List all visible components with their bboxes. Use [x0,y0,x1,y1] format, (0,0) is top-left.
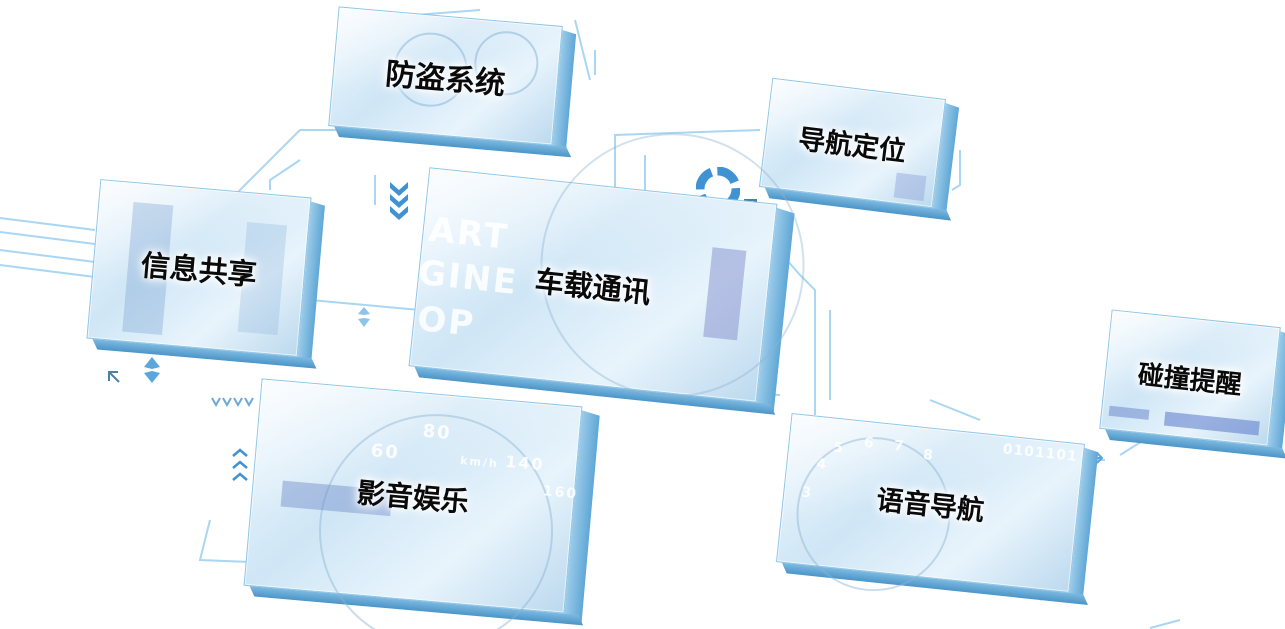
diamond-icon [356,305,372,333]
speed-tick: 140 [504,451,546,475]
gauge-digit: 5 [832,439,846,457]
info-share-panel[interactable]: 信息共享 [86,179,325,369]
arrow-icon [210,393,256,412]
arrow-icon [230,446,250,494]
screen-text: OP [415,298,478,345]
telematics-panel[interactable]: ART GINE OP 车载通讯 [408,120,818,415]
speed-tick: 60 [369,440,401,464]
collision-alert-panel[interactable]: 碰撞提醒 [1099,309,1285,459]
speed-tick: 80 [421,420,453,445]
gauge-digit: 7 [892,437,907,456]
arrow-icon [106,369,122,389]
down-chevrons-icon [388,180,410,223]
diamond-icon [140,355,164,389]
voice-nav-panel[interactable]: 4 5 6 7 8 3 0101101 语音导航 [775,412,1099,606]
anti-theft-panel[interactable]: 防盗系统 [328,6,577,158]
navigation-panel[interactable]: 导航定位 [758,77,960,221]
gauge-digit: 8 [922,446,936,465]
entertainment-panel[interactable]: 80 60 km/h 140 160 影音娱乐 [243,378,600,629]
gauge-digit: 6 [863,434,877,452]
gauge-digit: 4 [815,455,829,474]
